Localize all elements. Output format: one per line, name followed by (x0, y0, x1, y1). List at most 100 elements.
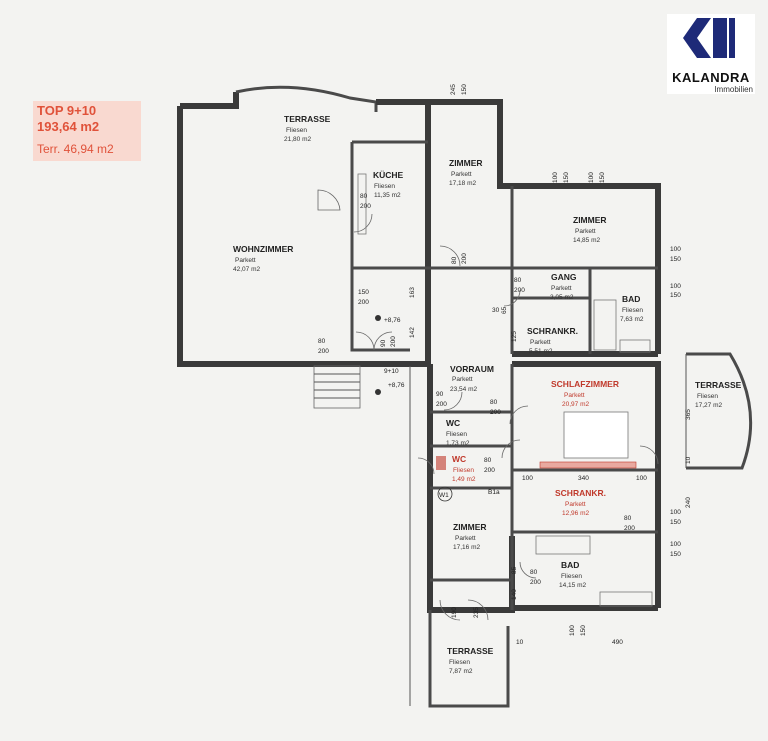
interior-walls (350, 140, 658, 610)
room-name: GANG (551, 272, 577, 282)
dim-label: 200 (514, 287, 525, 294)
label-terrasse-north: TERRASSE Fliesen 21,80 m2 (284, 114, 331, 143)
kalandra-logo: KALANDRA Immobilien (667, 14, 755, 94)
fixtures (357, 173, 653, 607)
logo-subtitle: Immobilien (714, 85, 753, 94)
room-floor: Parkett (452, 376, 473, 383)
room-area: 3,05 m2 (550, 294, 574, 301)
room-floor: Fliesen (446, 431, 467, 438)
label-bad-south: BAD Fliesen 14,15 m2 (559, 560, 586, 589)
door-swings (317, 189, 659, 621)
room-area: 5,51 m2 (529, 348, 553, 355)
dim-label: 163 (409, 287, 416, 298)
dim-label: 490 (612, 639, 623, 646)
dim-label: 245 (450, 84, 457, 95)
dim-label: 80 (360, 193, 368, 200)
dim-label: 10 (516, 639, 524, 646)
dim-label: 65 (501, 306, 508, 314)
level-label: +8,76 (388, 382, 405, 389)
bathtub-north (593, 299, 617, 351)
dim-label: 100 (552, 172, 559, 183)
room-name: SCHLAFZIMMER (551, 379, 619, 389)
dim-label: 150 (358, 289, 369, 296)
dim-label: 85 (511, 566, 518, 574)
label-vorraum: VORRAUM Parkett 23,54 m2 (450, 364, 494, 393)
dim-label: 200 (436, 401, 447, 408)
label-schrankr-south: SCHRANKR. Parkett 12,96 m2 (555, 488, 606, 517)
dim-label: 100 (636, 475, 647, 482)
level-marker-icon (375, 315, 381, 321)
terrace-area: Terr. 46,94 m2 (37, 142, 114, 156)
dim-label: 150 (670, 256, 681, 263)
room-floor: Parkett (575, 228, 596, 235)
dim-label: 200 (624, 525, 635, 532)
room-area: 23,54 m2 (450, 386, 477, 393)
label-gang: GANG Parkett 3,05 m2 (550, 272, 577, 301)
dim-label: 200 (530, 579, 541, 586)
room-area: 12,96 m2 (562, 510, 589, 517)
room-floor: Parkett (530, 339, 551, 346)
label-kueche: KÜCHE Fliesen 11,35 m2 (373, 170, 404, 199)
room-name: ZIMMER (449, 158, 483, 168)
dim-label: 80 (624, 515, 632, 522)
room-area: 14,85 m2 (573, 237, 600, 244)
room-floor: Fliesen (286, 127, 307, 134)
dim-label: 125 (511, 331, 518, 342)
room-name: ZIMMER (573, 215, 607, 225)
dim-label: 80 (484, 457, 492, 464)
room-floor: Parkett (551, 285, 572, 292)
room-name: WOHNZIMMER (233, 244, 293, 254)
dim-label: 200 (461, 253, 468, 264)
dim-label: 100 (670, 246, 681, 253)
room-area: 17,27 m2 (695, 402, 722, 409)
apartment-info-box: TOP 9+10 193,64 m2 Terr. 46,94 m2 (33, 101, 141, 161)
room-name: WC (452, 454, 466, 464)
dim-label: 200 (484, 467, 495, 474)
dimension-labels: 245 150 100 150 100 150 100 150 100 150 … (318, 84, 692, 646)
b1a-label: B1a (488, 489, 500, 496)
w1-label: W1 (439, 492, 449, 499)
room-floor: Fliesen (561, 573, 582, 580)
dim-label: 80 (530, 569, 538, 576)
room-name: SCHRANKR. (555, 488, 606, 498)
dim-label: 30 (492, 307, 500, 314)
room-name: ZIMMER (453, 522, 487, 532)
room-name: VORRAUM (450, 364, 494, 374)
label-zimmer-ne: ZIMMER Parkett 14,85 m2 (573, 215, 607, 244)
room-floor: Parkett (451, 171, 472, 178)
level-marker-icon (375, 389, 381, 395)
dim-label: 100 (670, 283, 681, 290)
w1-marker-icon (437, 486, 453, 502)
dim-label: 80 (490, 399, 498, 406)
dim-label: 240 (685, 497, 692, 508)
room-floor: Fliesen (622, 307, 643, 314)
label-schrankr-north: SCHRANKR. Parkett 5,51 m2 (527, 326, 578, 355)
room-name: SCHRANKR. (527, 326, 578, 336)
apartment-area: 193,64 m2 (37, 119, 100, 134)
label-bad-north: BAD Fliesen 7,63 m2 (620, 294, 644, 323)
room-floor: Fliesen (453, 467, 474, 474)
label-wc-1: WC Fliesen 1,73 m2 (446, 418, 470, 447)
room-name: BAD (622, 294, 640, 304)
wc-toilet-marker (436, 456, 446, 470)
label-schlafzimmer: SCHLAFZIMMER Parkett 20,97 m2 (551, 379, 619, 408)
room-name: TERRASSE (447, 646, 494, 656)
room-area: 17,18 m2 (449, 180, 476, 187)
apartment-number: TOP 9+10 (37, 103, 97, 118)
dim-label: 235 (473, 607, 480, 618)
level-markers: +8,76 9+10 +8,76 W1 B1a (375, 315, 500, 502)
dim-label: 80 (318, 338, 326, 345)
dim-label: 90 (380, 339, 387, 347)
dim-label: 150 (670, 551, 681, 558)
entrance-stairs (313, 365, 411, 706)
bathtub-south (535, 535, 591, 555)
room-name: TERRASSE (284, 114, 331, 124)
dim-label: 340 (578, 475, 589, 482)
room-area: 7,63 m2 (620, 316, 644, 323)
dim-label: 100 (588, 172, 595, 183)
room-name: KÜCHE (373, 170, 404, 180)
room-floor: Parkett (235, 257, 256, 264)
label-terrasse-east: TERRASSE Fliesen 17,27 m2 (695, 380, 742, 409)
dim-label: 100 (522, 475, 533, 482)
logo-mark-icon (683, 18, 735, 58)
